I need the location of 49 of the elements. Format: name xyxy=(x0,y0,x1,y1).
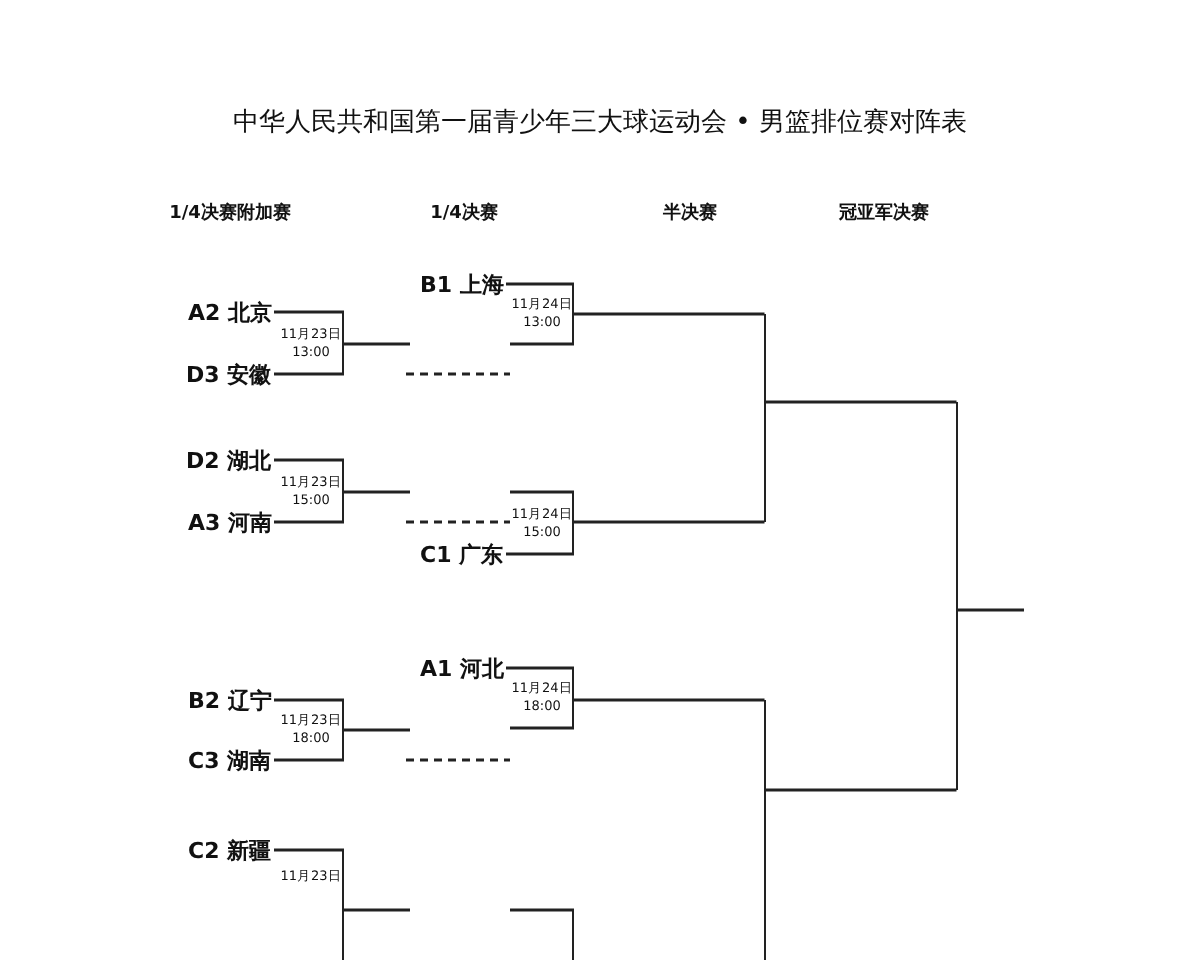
team-name: B2 辽宁 xyxy=(188,687,272,713)
team-name: D2 湖北 xyxy=(186,447,272,473)
bracket-line xyxy=(510,490,574,494)
bracket xyxy=(512,668,574,728)
team-name: C3 湖南 xyxy=(188,747,272,773)
bracket-line xyxy=(274,848,344,852)
bracket xyxy=(512,492,574,554)
team-name: D3 安徽 xyxy=(186,361,272,387)
bracket xyxy=(760,700,766,960)
bracket-line xyxy=(344,342,410,346)
bracket-line xyxy=(766,400,957,404)
bracket-line xyxy=(274,698,344,702)
bracket xyxy=(760,314,766,522)
bracket xyxy=(952,402,958,790)
bracket-line xyxy=(574,520,765,524)
bracket-line xyxy=(510,908,574,912)
team-name: B1 上海 xyxy=(420,271,504,297)
team-name: A3 河南 xyxy=(188,509,272,535)
bracket-line xyxy=(958,608,1024,612)
bracket-line xyxy=(510,726,574,730)
bracket-line xyxy=(274,310,344,314)
bracket-line xyxy=(506,552,574,556)
bracket-line xyxy=(344,728,410,732)
bracket xyxy=(280,700,344,760)
team-name: A1 河北 xyxy=(420,655,504,681)
title: 中华人民共和国第一届青少年三大球运动会 • 男篮排位赛对阵表 xyxy=(231,106,969,140)
team-name: C1 广东 xyxy=(420,541,504,567)
bracket-line xyxy=(510,342,574,346)
team-name: C2 新疆 xyxy=(188,837,272,863)
bracket-line xyxy=(274,758,344,762)
bracket-line xyxy=(344,908,410,912)
bracket-line xyxy=(574,312,765,316)
bracket-line xyxy=(274,372,344,376)
bracket-line xyxy=(344,490,410,494)
bracket-line xyxy=(274,520,344,524)
bracket-line xyxy=(766,788,957,792)
bracket xyxy=(280,312,344,374)
team-name: A2 北京 xyxy=(188,299,272,325)
bracket-line xyxy=(574,698,765,702)
bracket-line xyxy=(506,282,574,286)
column-heading: 冠亚军决赛 xyxy=(839,200,929,226)
column-heading: 半决赛 xyxy=(663,200,717,226)
bracket xyxy=(512,284,574,344)
bracket xyxy=(280,460,344,522)
bracket-line xyxy=(274,458,344,462)
column-heading: 1/4决赛 xyxy=(430,200,498,226)
column-heading: 1/4决赛附加赛 xyxy=(169,200,291,226)
bracket xyxy=(280,850,344,960)
bracket-line xyxy=(506,666,574,670)
